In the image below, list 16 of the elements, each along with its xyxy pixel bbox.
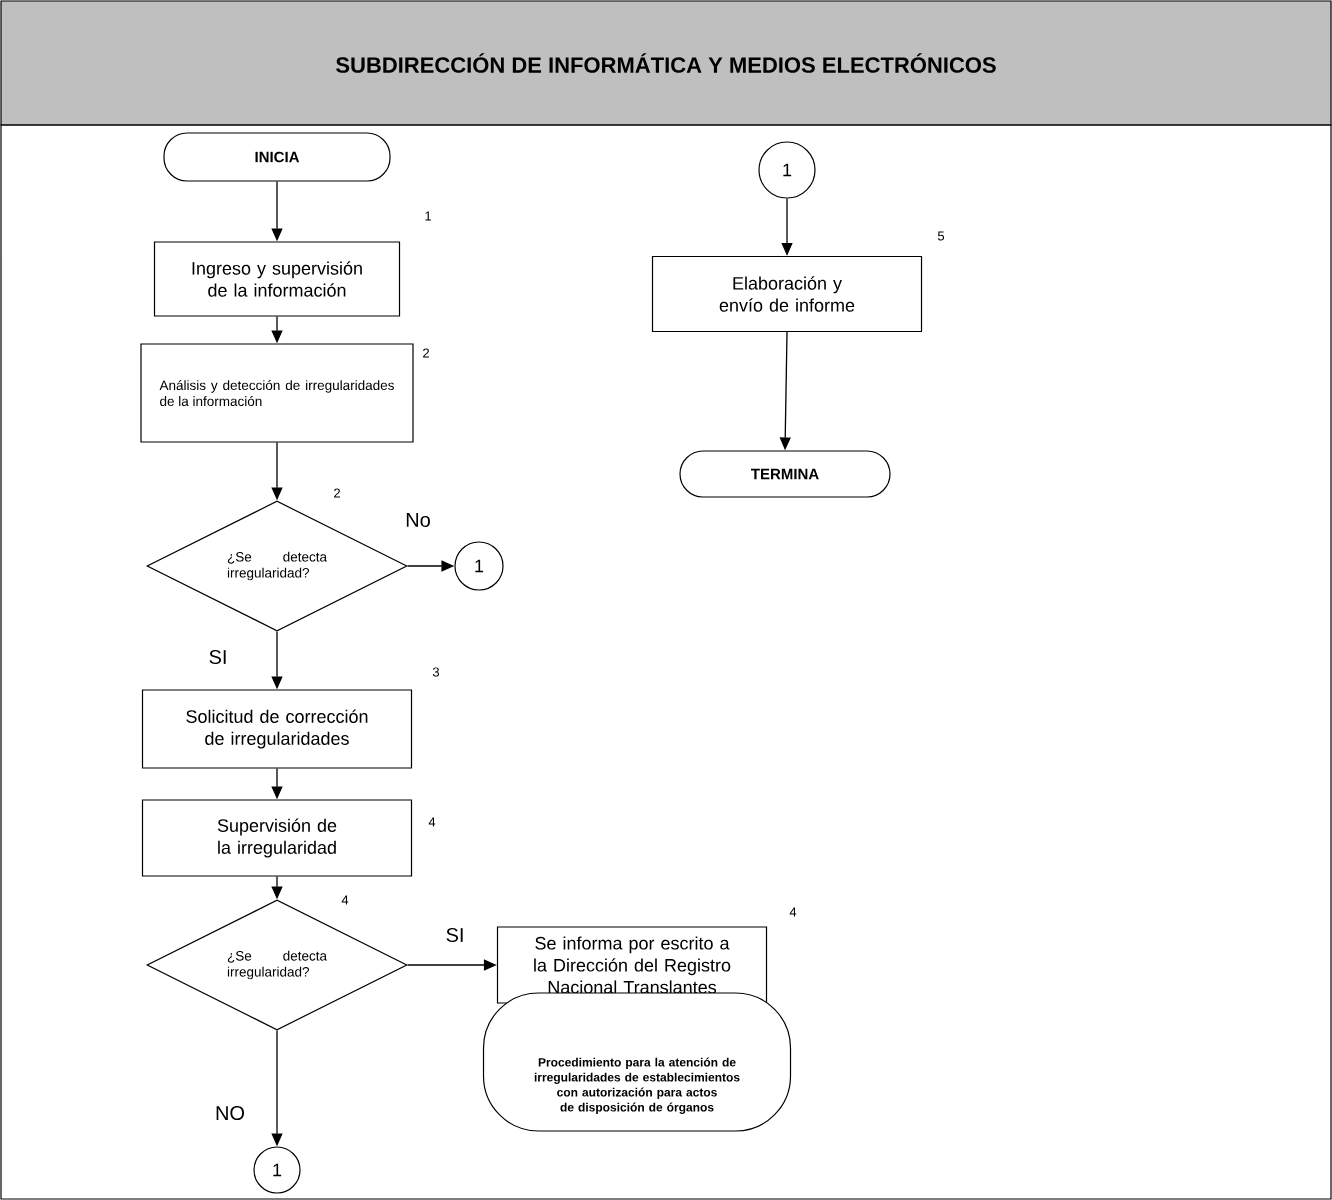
step-number: 5 — [937, 231, 945, 241]
edge-label: SI — [444, 926, 466, 944]
process-box: Análisis y detección de irregularidades de la información — [140, 343, 414, 443]
edge-label: NO — [214, 1104, 246, 1122]
step-number: 4 — [428, 817, 436, 827]
process-box: Elaboración y envío de informe — [651, 255, 923, 333]
step-number: 3 — [432, 667, 440, 677]
process-box: Supervisión de la irregularidad — [141, 799, 413, 877]
step-number: 4 — [789, 907, 797, 917]
step-number: 2 — [423, 348, 429, 358]
edge-label: SI — [207, 648, 229, 666]
process-box: Solicitud de corrección de irregularidades — [141, 689, 413, 769]
header-band: SUBDIRECCIÓN DE INFORMÁTICA Y MEDIOS ELECTRÓNICOS — [0, 0, 1332, 126]
step-number: 1 — [425, 211, 431, 221]
step-number: 2 — [334, 488, 340, 498]
process-box: Ingreso y supervisión de la información — [153, 241, 401, 317]
